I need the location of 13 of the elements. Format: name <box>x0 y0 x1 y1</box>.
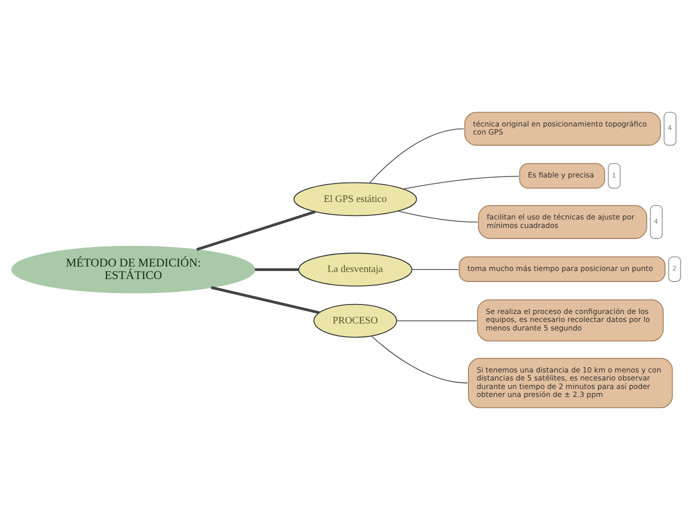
node-ellipse: La desventaja <box>298 252 412 287</box>
node-ellipse: El GPS estático <box>294 182 417 216</box>
connector <box>396 320 478 322</box>
connector <box>412 269 459 270</box>
connector <box>196 210 316 251</box>
connector <box>254 268 299 271</box>
connector <box>210 286 320 314</box>
connector <box>369 128 464 184</box>
connector <box>397 210 478 222</box>
connector <box>371 336 468 384</box>
node-ellipse: PROCESO <box>313 304 398 338</box>
connector <box>403 176 520 190</box>
node-ellipse: MÉTODO DE MEDICIÓN: ESTÁTICO <box>11 246 256 294</box>
